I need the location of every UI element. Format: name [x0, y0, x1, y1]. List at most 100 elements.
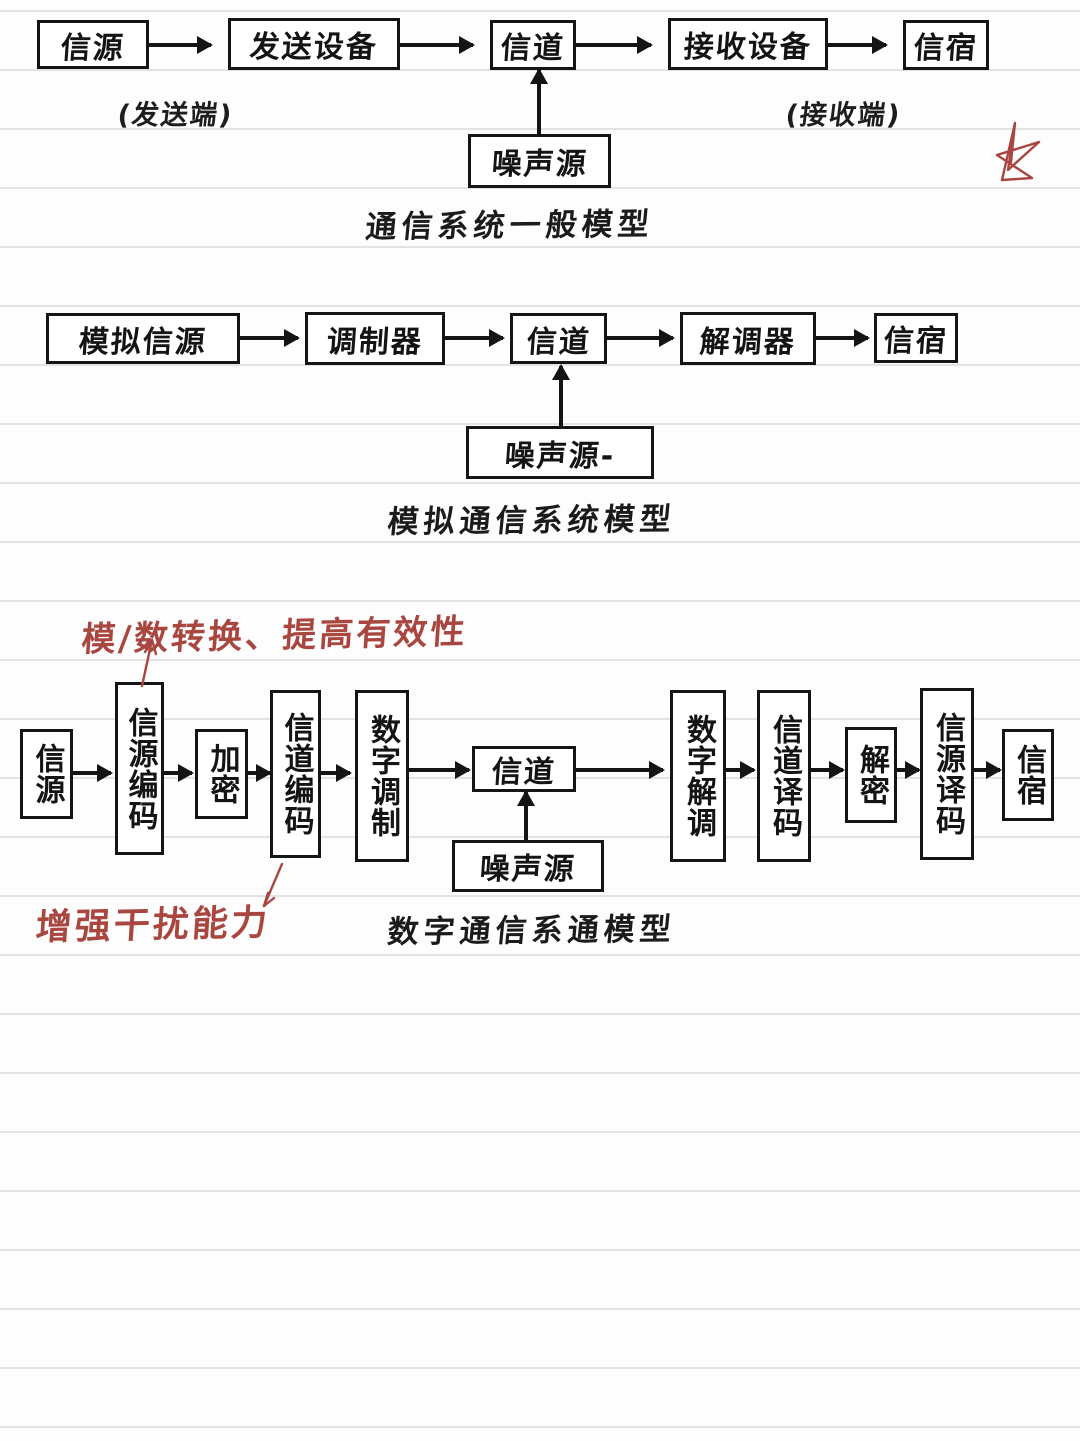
box-sink-digital: 信宿	[1002, 729, 1054, 821]
arrow-source-decoding-to-sink	[974, 768, 1000, 772]
arrow-source-coding-to-encrypt	[164, 771, 192, 775]
box-digital-modulation: 数字调制	[355, 690, 409, 862]
arrow-channel-to-receiver	[576, 43, 651, 47]
rule-line	[0, 482, 1080, 484]
rule-line	[0, 895, 1080, 897]
box-digital-demodulation: 数字解调	[670, 690, 726, 862]
arrow-source-to-source-coding	[73, 771, 111, 775]
arrow-noise-to-channel-analog	[559, 366, 563, 426]
rule-line	[0, 541, 1080, 543]
box-label: 噪声源-	[503, 438, 617, 474]
box-label: 信道	[499, 31, 566, 66]
box-channel-analog: 信道	[510, 313, 607, 364]
annotation-leader-up-arrow	[140, 638, 158, 688]
rule-line	[0, 1249, 1080, 1251]
box-noise-source: 噪声源	[468, 134, 611, 188]
box-noise-source-analog: 噪声源-	[466, 426, 654, 479]
rule-line	[0, 1131, 1080, 1133]
box-label: 噪声源	[490, 147, 589, 182]
box-channel-digital: 信道	[472, 746, 576, 792]
box-label: 解密	[854, 744, 889, 806]
star-icon	[995, 121, 1041, 182]
box-label: 数字解调	[681, 714, 716, 838]
rule-line	[0, 10, 1080, 12]
rule-line	[0, 187, 1080, 189]
arrow-noise-to-channel	[537, 70, 541, 134]
rule-line	[0, 423, 1080, 425]
box-label: 数字调制	[365, 714, 400, 838]
label-receive-end: (接收端)	[783, 100, 904, 131]
arrow-demodulator-to-sink	[816, 336, 868, 340]
box-label: 信道译码	[767, 714, 802, 838]
rule-line	[0, 246, 1080, 248]
box-label: 噪声源	[478, 852, 577, 887]
rule-line	[0, 718, 1080, 720]
rule-line	[0, 1072, 1080, 1074]
box-label: 信宿	[912, 31, 979, 66]
box-label: 信源编码	[122, 706, 158, 831]
box-sink-analog: 信宿	[874, 313, 958, 363]
box-label: 信宿	[1011, 744, 1046, 806]
box-label: 信源	[29, 743, 65, 805]
arrow-digital-modulation-to-channel	[409, 768, 469, 772]
arrow-decrypt-to-source-decoding	[897, 768, 919, 772]
arrow-noise-to-channel-digital	[524, 792, 528, 840]
box-label: 加密	[204, 743, 240, 805]
box-label: 信道	[490, 755, 557, 790]
caption-general-model: 通信系统一般模型	[363, 206, 656, 246]
arrow-modulator-to-channel	[445, 336, 503, 340]
arrow-channel-coding-to-digital-modulation	[321, 771, 350, 775]
box-demodulator: 解调器	[680, 312, 816, 365]
rule-line	[0, 364, 1080, 366]
box-label: 接收设备	[682, 30, 813, 65]
rule-line	[0, 600, 1080, 602]
annotation-leader-down-arrow	[262, 862, 284, 908]
arrow-channel-decoding-to-decrypt	[811, 768, 843, 772]
rule-line	[0, 659, 1080, 661]
arrow-receiver-to-sink	[828, 43, 886, 47]
arrow-encrypt-to-channel-coding	[248, 771, 270, 775]
box-modulator: 调制器	[305, 312, 445, 365]
box-label: 信道编码	[278, 712, 314, 836]
arrow-source-to-transmitter	[149, 43, 211, 47]
caption-analog-model: 模拟通信系统模型	[385, 501, 678, 541]
box-source-digital: 信源	[20, 729, 73, 819]
box-decryption: 解密	[845, 727, 897, 823]
arrow-channel-to-demodulator	[607, 336, 673, 340]
rule-line	[0, 305, 1080, 307]
arrow-channel-to-digital-demodulation	[576, 768, 663, 772]
box-source-decoding: 信源译码	[920, 688, 974, 860]
box-encryption: 加密	[195, 729, 248, 819]
arrow-digital-demodulation-to-channel-decoding	[726, 768, 754, 772]
rule-line	[0, 954, 1080, 956]
box-receiving-device: 接收设备	[668, 18, 828, 70]
arrow-transmitter-to-channel	[400, 43, 473, 47]
rule-line	[0, 1367, 1080, 1369]
box-channel: 信道	[490, 20, 576, 70]
rule-line	[0, 1190, 1080, 1192]
rule-line	[0, 1426, 1080, 1428]
box-label: 信源	[59, 30, 126, 66]
label-transmit-end: (发送端)	[115, 100, 236, 131]
arrow-analog-source-to-modulator	[240, 336, 298, 340]
rule-line	[0, 1308, 1080, 1310]
box-label: 模拟信源	[77, 324, 208, 360]
box-label: 发送设备	[248, 30, 379, 65]
box-label: 调制器	[325, 324, 424, 360]
box-label: 信源译码	[930, 712, 965, 836]
box-channel-decoding: 信道译码	[757, 690, 811, 862]
box-sink: 信宿	[903, 20, 989, 70]
box-transmitting-device: 发送设备	[228, 18, 400, 70]
box-label: 信道	[525, 324, 592, 360]
box-label: 信宿	[882, 324, 949, 359]
box-noise-source-digital: 噪声源	[452, 840, 604, 892]
rule-line	[0, 836, 1080, 838]
rule-line	[0, 1013, 1080, 1015]
box-source: 信源	[37, 20, 149, 69]
annotation-anti-interference: 增强干扰能力	[34, 902, 272, 949]
caption-digital-model: 数字通信系通模型	[385, 911, 678, 951]
box-label: 解调器	[698, 324, 797, 360]
box-channel-coding: 信道编码	[270, 690, 321, 858]
box-analog-source: 模拟信源	[46, 313, 240, 364]
